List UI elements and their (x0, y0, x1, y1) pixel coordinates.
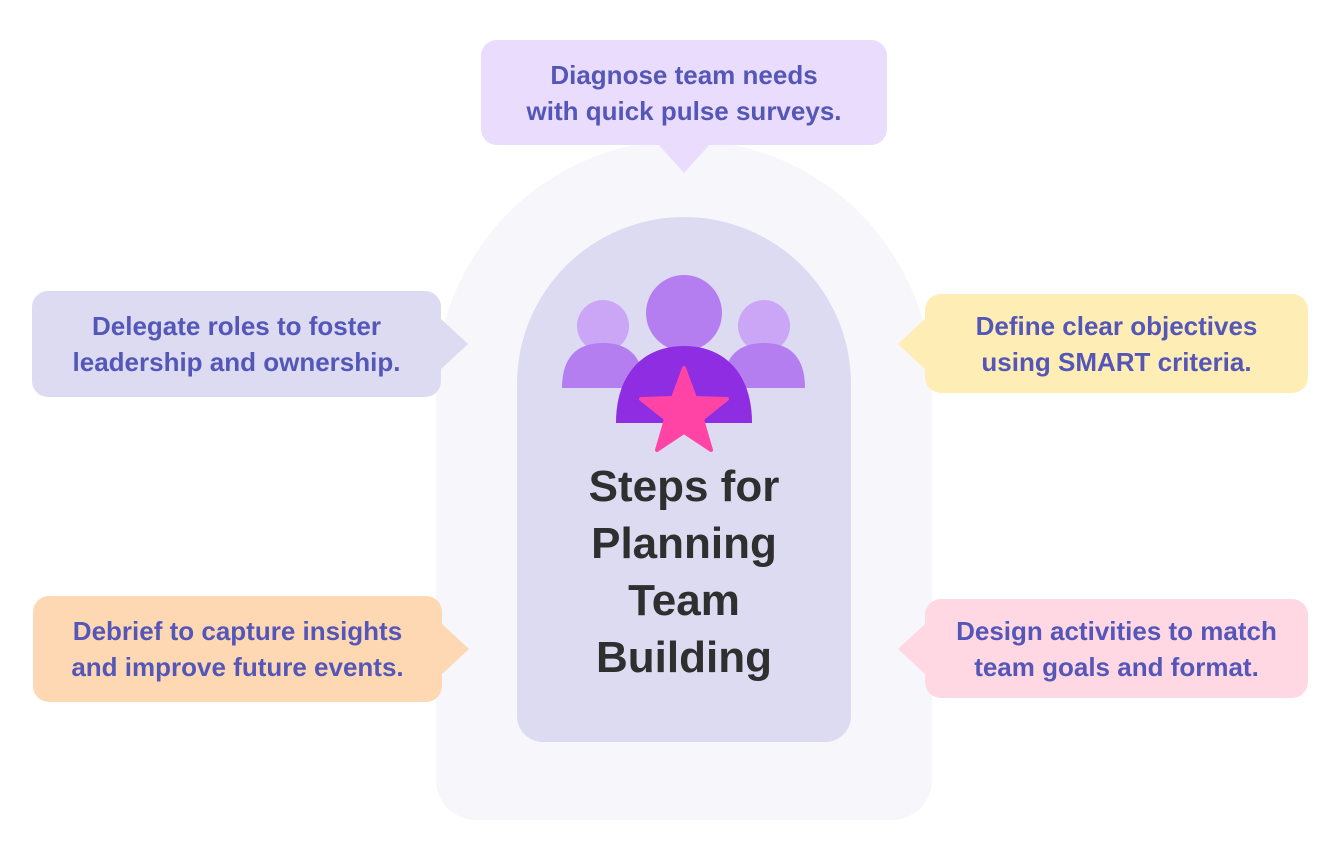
step-text-line: and improve future events. (71, 652, 404, 682)
step-text-line: Delegate roles to foster (92, 311, 381, 341)
step-text-line: Debrief to capture insights (72, 616, 403, 646)
title-line: Planning (591, 519, 777, 568)
bubble-pointer (440, 318, 468, 370)
step-text-line: leadership and ownership. (72, 347, 401, 377)
diagram-title: Steps for Planning Team Building (517, 458, 851, 686)
step-bubble-delegate: Delegate roles to foster leadership and … (32, 291, 468, 397)
bubble-pointer (658, 144, 710, 173)
title-line: Building (596, 633, 772, 682)
bubble-pointer (898, 318, 926, 370)
step-text-line: team goals and format. (974, 651, 1259, 682)
team-star-icon (556, 268, 812, 458)
title-line: Steps for (588, 462, 780, 511)
step-bubble-define: Define clear objectives using SMART crit… (898, 294, 1308, 393)
step-bubble-design: Design activities to match team goals an… (898, 599, 1308, 698)
title-line: Team (628, 576, 740, 625)
bubble-pointer (898, 623, 926, 675)
step-text-line: Define clear objectives (975, 310, 1258, 341)
step-text-line: Diagnose team needs (550, 59, 818, 90)
step-text-line: Design activities to match (956, 615, 1277, 646)
step-text-line: with quick pulse surveys. (526, 95, 842, 126)
step-bubble-diagnose: Diagnose team needs with quick pulse sur… (481, 40, 887, 173)
step-bubble-debrief: Debrief to capture insights and improve … (33, 596, 469, 702)
bubble-pointer (441, 623, 469, 675)
step-text-line: using SMART criteria. (981, 346, 1252, 377)
